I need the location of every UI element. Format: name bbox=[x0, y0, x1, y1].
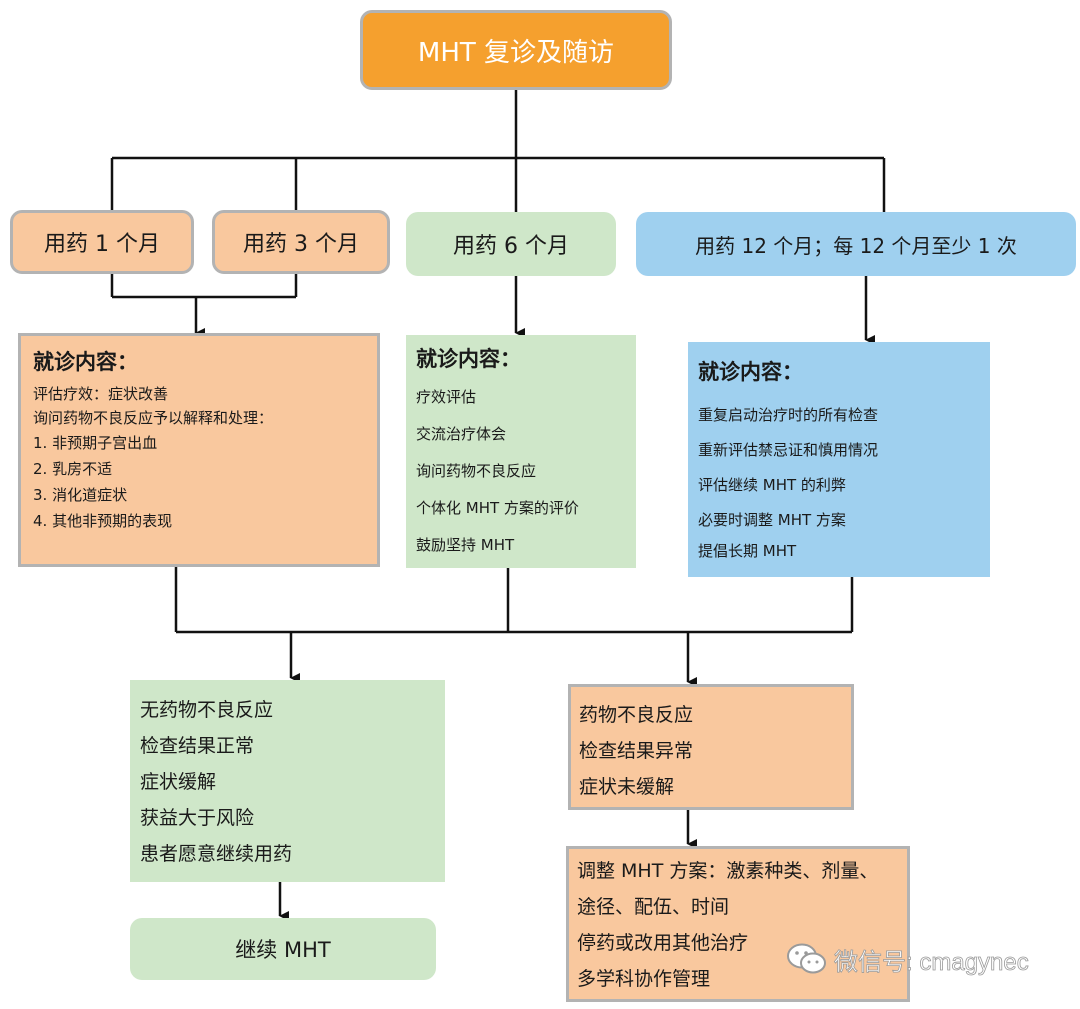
outcome-item: 获益大于风险 bbox=[140, 807, 255, 829]
stage-box-12-months: 用药 12 个月；每 12 个月至少 1 次 bbox=[636, 212, 1076, 276]
adjust-item: 调整 MHT 方案：激素种类、剂量、 bbox=[577, 860, 879, 882]
stage-label: 用药 6 个月 bbox=[453, 234, 569, 259]
visit-item: 2. 乳房不适 bbox=[33, 460, 113, 478]
visit-item: 1. 非预期子宫出血 bbox=[33, 434, 158, 452]
visit-item: 评估疗效：症状改善 bbox=[33, 385, 169, 403]
visit-heading: 就诊内容： bbox=[698, 360, 803, 384]
visit-item: 重新评估禁忌证和慎用情况 bbox=[698, 441, 879, 459]
visit-item: 疗效评估 bbox=[416, 388, 477, 406]
visit-box-6-months: 就诊内容： 疗效评估 交流治疗体会 询问药物不良反应 个体化 MHT 方案的评价… bbox=[406, 335, 636, 568]
outcome-item: 症状未缓解 bbox=[579, 776, 675, 798]
watermark-text: 微信号: cmagynec bbox=[834, 948, 1030, 976]
watermark: 微信号: cmagynec bbox=[786, 936, 1076, 982]
visit-item: 询问药物不良反应 bbox=[416, 462, 537, 480]
visit-item: 3. 消化道症状 bbox=[33, 486, 128, 504]
stage-label: 用药 12 个月；每 12 个月至少 1 次 bbox=[695, 233, 1017, 258]
outcome-item: 症状缓解 bbox=[140, 771, 217, 793]
adjust-item: 停药或改用其他治疗 bbox=[577, 932, 749, 954]
stage-box-6-months: 用药 6 个月 bbox=[406, 212, 616, 276]
title-box: MHT 复诊及随访 bbox=[360, 10, 672, 90]
title-text: MHT 复诊及随访 bbox=[417, 37, 615, 68]
stage-label: 用药 1 个月 bbox=[44, 232, 160, 257]
visit-item: 提倡长期 MHT bbox=[698, 542, 797, 560]
outcome-item: 检查结果异常 bbox=[579, 740, 694, 762]
stage-label: 用药 3 个月 bbox=[243, 232, 359, 257]
good-outcome-box: 无药物不良反应 检查结果正常 症状缓解 获益大于风险 患者愿意继续用药 bbox=[130, 680, 445, 882]
outcome-item: 无药物不良反应 bbox=[140, 699, 274, 721]
adjust-item: 途径、配伍、时间 bbox=[577, 896, 730, 918]
stage-box-3-months: 用药 3 个月 bbox=[212, 210, 390, 274]
outcome-item: 患者愿意继续用药 bbox=[140, 843, 293, 865]
continue-mht-label: 继续 MHT bbox=[235, 938, 331, 962]
visit-box-early: 就诊内容： 评估疗效：症状改善 询问药物不良反应予以解释和处理： 1. 非预期子… bbox=[18, 333, 380, 567]
adjust-item: 多学科协作管理 bbox=[577, 968, 711, 990]
visit-item: 评估继续 MHT 的利弊 bbox=[698, 476, 846, 494]
outcome-item: 检查结果正常 bbox=[140, 735, 255, 757]
visit-item: 4. 其他非预期的表现 bbox=[33, 512, 173, 530]
continue-mht-box: 继续 MHT bbox=[130, 918, 436, 980]
visit-item: 重复启动治疗时的所有检查 bbox=[698, 406, 879, 424]
visit-heading: 就诊内容： bbox=[33, 350, 138, 374]
adjust-plan-box: 调整 MHT 方案：激素种类、剂量、 途径、配伍、时间 停药或改用其他治疗 多学… bbox=[566, 846, 910, 1002]
stage-box-1-month: 用药 1 个月 bbox=[10, 210, 194, 274]
visit-item: 个体化 MHT 方案的评价 bbox=[416, 499, 579, 517]
visit-heading: 就诊内容： bbox=[416, 347, 521, 371]
visit-item: 询问药物不良反应予以解释和处理： bbox=[33, 409, 274, 427]
outcome-item: 药物不良反应 bbox=[579, 704, 694, 726]
visit-item: 鼓励坚持 MHT bbox=[416, 536, 515, 554]
wechat-icon bbox=[787, 943, 826, 974]
visit-item: 交流治疗体会 bbox=[416, 425, 507, 443]
bad-outcome-box: 药物不良反应 检查结果异常 症状未缓解 bbox=[568, 684, 854, 810]
visit-box-12-months: 就诊内容： 重复启动治疗时的所有检查 重新评估禁忌证和慎用情况 评估继续 MHT… bbox=[688, 342, 990, 577]
visit-item: 必要时调整 MHT 方案 bbox=[698, 511, 846, 529]
